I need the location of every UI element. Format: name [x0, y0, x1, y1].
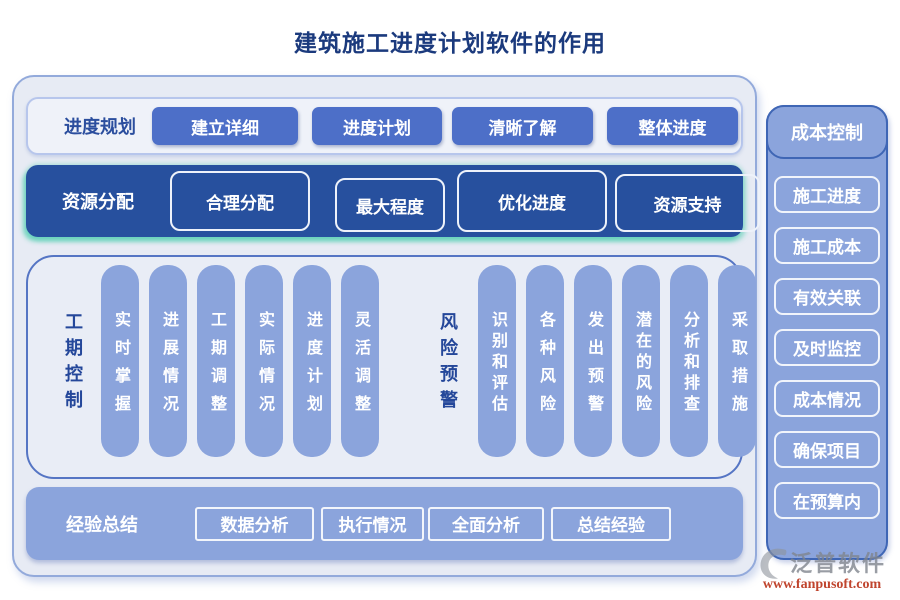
planning-label: 进度规划 — [64, 117, 136, 137]
risk-column-4: 潜在的风险 — [622, 265, 660, 457]
risk-column-2: 各种风险 — [526, 265, 564, 457]
resource-label: 资源分配 — [62, 192, 134, 212]
duration-column-text: 工期调整 — [208, 311, 225, 423]
risk-column-3: 发出预警 — [574, 265, 612, 457]
risk-column-5: 分析和排查 — [670, 265, 708, 457]
risk-column-text: 采取措施 — [729, 311, 746, 423]
planning-row: 进度规划 建立详细 进度计划 清晰了解 整体进度 — [26, 97, 743, 155]
planning-chip-2: 进度计划 — [312, 107, 442, 145]
duration-column-text: 实时掌握 — [112, 311, 129, 423]
experience-chip-2: 执行情况 — [321, 506, 424, 541]
duration-column-text: 灵活调整 — [352, 311, 369, 423]
sidebar-item-5: 成本情况 — [774, 380, 880, 417]
brand-url: www.fanpusoft.com — [762, 577, 882, 592]
duration-column-5: 进度计划 — [293, 265, 331, 457]
sidebar-item-3: 有效关联 — [774, 278, 880, 315]
sidebar-item-4: 及时监控 — [774, 329, 880, 366]
fanpu-swirl-icon — [760, 548, 787, 579]
risk-column-text: 分析和排查 — [681, 311, 698, 416]
risk-column-text: 发出预警 — [585, 311, 602, 423]
resource-chip-2: 最大程度 — [335, 178, 445, 232]
planning-chip-1: 建立详细 — [152, 107, 298, 145]
duration-column-3: 工期调整 — [197, 265, 235, 457]
brand-watermark: 泛普软件 www.fanpusoft.com — [752, 545, 892, 593]
resource-chip-1: 合理分配 — [170, 171, 310, 231]
risk-column-6: 采取措施 — [718, 265, 756, 457]
duration-label: 工期控制 — [63, 312, 83, 416]
duration-column-2: 进展情况 — [149, 265, 187, 457]
experience-label: 经验总结 — [66, 514, 138, 535]
sidebar-item-7: 在预算内 — [774, 482, 880, 519]
duration-column-4: 实际情况 — [245, 265, 283, 457]
experience-chip-1: 数据分析 — [195, 506, 314, 541]
experience-chip-4: 总结经验 — [551, 506, 671, 541]
risk-column-1: 识别和评估 — [478, 265, 516, 457]
middle-panel: 工期控制 实时掌握 进展情况 工期调整 实际情况 进度计划 灵活调整 风险预警 … — [26, 255, 756, 479]
sidebar-item-1: 施工进度 — [774, 176, 880, 213]
main-panel: 进度规划 建立详细 进度计划 清晰了解 整体进度 资源分配 合理分配 最大程度 … — [12, 75, 760, 577]
duration-column-text: 进展情况 — [160, 311, 177, 423]
sidebar-item-6: 确保项目 — [774, 431, 880, 468]
risk-column-text: 识别和评估 — [489, 311, 506, 416]
duration-column-text: 进度计划 — [304, 311, 321, 423]
experience-chip-3: 全面分析 — [428, 506, 544, 541]
brand-row: 泛普软件 — [758, 545, 886, 579]
page-title: 建筑施工进度计划软件的作用 — [294, 30, 606, 56]
duration-column-1: 实时掌握 — [101, 265, 139, 457]
risk-label: 风险预警 — [438, 312, 458, 416]
resource-chip-4: 资源支持 — [615, 174, 760, 232]
risk-column-text: 各种风险 — [537, 311, 554, 423]
planning-chip-3: 清晰了解 — [452, 107, 593, 145]
brand-name: 泛普软件 — [789, 551, 886, 576]
planning-chip-4: 整体进度 — [607, 107, 738, 145]
duration-column-6: 灵活调整 — [341, 265, 379, 457]
resource-chip-3: 优化进度 — [457, 170, 607, 232]
risk-column-text: 潜在的风险 — [633, 311, 650, 416]
cost-sidebar: 成本控制 施工进度 施工成本 有效关联 及时监控 成本情况 确保项目 在预算内 — [766, 105, 888, 560]
duration-column-text: 实际情况 — [256, 311, 273, 423]
sidebar-item-2: 施工成本 — [774, 227, 880, 264]
experience-row: 经验总结 数据分析 执行情况 全面分析 总结经验 — [26, 487, 743, 560]
sidebar-header: 成本控制 — [766, 105, 888, 159]
resource-row: 资源分配 合理分配 最大程度 优化进度 资源支持 — [26, 165, 760, 237]
